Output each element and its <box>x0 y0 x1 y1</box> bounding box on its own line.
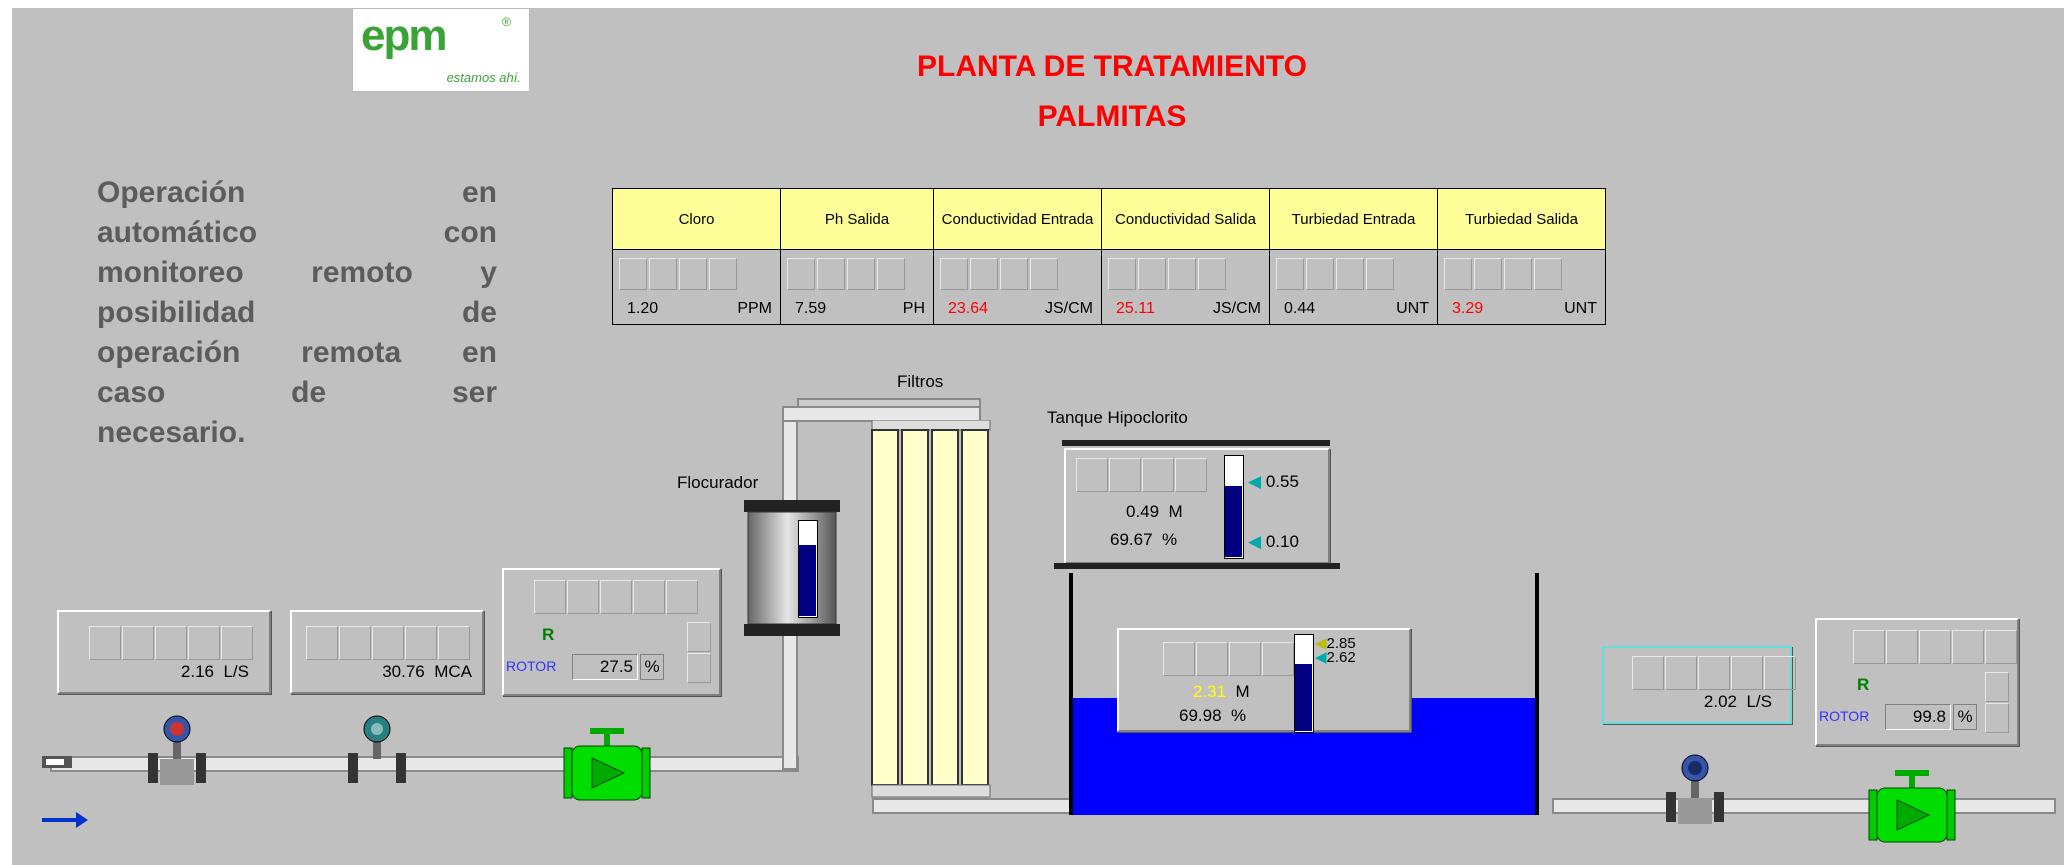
cloro-cell: 1.20 PPM <box>612 249 781 325</box>
tank-setpoint-b: ◀2.62 <box>1315 649 1356 666</box>
inlet-rotor-unit: % <box>640 654 664 680</box>
tank-percent: 69.98 % <box>1179 706 1247 725</box>
description-line: monitoreo remoto y <box>97 256 497 289</box>
logo-registered: ® <box>502 15 511 29</box>
scada-screen: epm ® estamos ahí. PLANTA DE TRATAMIENTO… <box>12 8 2064 865</box>
col-conductividad-salida: Conductividad Salida <box>1101 188 1270 250</box>
outlet-flow-panel[interactable]: 2.02 L/S <box>1602 646 1796 724</box>
epm-logo: epm ® estamos ahí. <box>352 8 530 92</box>
turb-out-value: 3.29 <box>1452 300 1484 317</box>
inlet-valve-status: R <box>542 625 555 644</box>
tank-setpoint-a: ◀2.85 <box>1315 635 1356 652</box>
inlet-flow-reading: 2.16 L/S <box>180 662 249 681</box>
inlet-pressure-panel[interactable]: 30.76 MCA <box>290 610 484 694</box>
col-turbiedad-salida: Turbiedad Salida <box>1437 188 1606 250</box>
col-cloro: Cloro <box>612 188 781 250</box>
logo-text: epm <box>361 11 447 60</box>
flocurador-label: Flocurador <box>677 473 759 492</box>
inlet-connector-icon <box>42 756 72 768</box>
filters-icon[interactable] <box>870 420 992 805</box>
hypochlorite-tank-top <box>1062 440 1330 446</box>
outlet-flow-reading: 2.02 L/S <box>1703 692 1772 711</box>
turb-in-value: 0.44 <box>1284 300 1316 317</box>
cond-in-value: 23.64 <box>948 300 989 317</box>
outlet-control-valve-icon[interactable] <box>1867 768 1957 848</box>
turb-in-unit: UNT <box>1396 300 1429 317</box>
inlet-pressure-reading: 30.76 MCA <box>382 662 472 681</box>
outlet-valve-status: R <box>1857 675 1870 694</box>
ph-value: 7.59 <box>795 300 827 317</box>
filtros-label: Filtros <box>897 372 944 391</box>
page-title-line1: PLANTA DE TRATAMIENTO <box>917 50 1307 83</box>
cond-out-cell: 25.11 JS/CM <box>1101 249 1270 325</box>
col-ph-salida: Ph Salida <box>780 188 934 250</box>
logo-tagline: estamos ahí. <box>446 70 521 85</box>
description-line: posibilidad de <box>97 296 497 329</box>
turb-out-cell: 3.29 UNT <box>1437 249 1606 325</box>
description-line: caso de ser <box>97 376 497 409</box>
outlet-rotor-value[interactable]: 99.8 <box>1885 704 1951 730</box>
cloro-unit: PPM <box>737 300 772 317</box>
inlet-valve-panel[interactable]: R ROTOR 27.5 % <box>502 568 721 696</box>
outlet-pipe <box>1552 798 2056 814</box>
outlet-valve-panel[interactable]: R ROTOR 99.8 % <box>1815 618 2019 746</box>
cond-out-value: 25.11 <box>1116 300 1155 317</box>
turb-out-unit: UNT <box>1564 300 1597 317</box>
page-title-line2: PALMITAS <box>1037 100 1187 133</box>
inlet-flowmeter-icon[interactable] <box>142 713 212 788</box>
inlet-pressure-gauge-icon[interactable] <box>342 713 412 788</box>
cond-out-unit: JS/CM <box>1213 300 1261 317</box>
inlet-rotor-label: ROTOR <box>506 658 557 674</box>
tank-level-fill <box>1295 664 1312 731</box>
inlet-control-valve-icon[interactable] <box>562 726 652 806</box>
water-quality-table: Cloro Ph Salida Conductividad Entrada Co… <box>612 188 1606 325</box>
hypochlorite-level: 0.49 M <box>1126 502 1183 521</box>
filter-feed-pipe-upper <box>797 398 981 408</box>
ph-unit: PH <box>902 300 925 317</box>
flow-direction-arrow-icon <box>42 812 88 828</box>
outlet-rotor-label: ROTOR <box>1819 708 1870 724</box>
cond-in-unit: JS/CM <box>1045 300 1093 317</box>
inlet-rotor-value[interactable]: 27.5 <box>572 654 638 680</box>
cloro-value: 1.20 <box>627 300 659 317</box>
col-conductividad-entrada: Conductividad Entrada <box>933 188 1102 250</box>
outlet-rotor-unit: % <box>1953 704 1977 730</box>
hypochlorite-panel[interactable]: 0.49 M 69.67 % ◀ 0.55 ◀ 0.10 <box>1064 448 1330 564</box>
inlet-flow-panel[interactable]: 2.16 L/S <box>57 610 271 694</box>
tank-level-panel[interactable]: 2.31 M 69.98 % ◀2.85 ◀2.62 <box>1117 628 1411 732</box>
flocurador-level-fill <box>799 545 816 616</box>
description-line: necesario. <box>97 416 246 449</box>
turb-in-cell: 0.44 UNT <box>1269 249 1438 325</box>
tanque-hipoclorito-label: Tanque Hipoclorito <box>1047 408 1188 427</box>
description-line: Operación en <box>97 176 497 209</box>
operation-description: Operación en automático con monitoreo re… <box>97 173 497 453</box>
tank-level: 2.31 M <box>1193 682 1250 701</box>
hypochlorite-setpoint-low: ◀ 0.10 <box>1248 532 1299 551</box>
description-line: automático con <box>97 216 497 249</box>
cond-in-cell: 23.64 JS/CM <box>933 249 1102 325</box>
tank-wall-right <box>1535 573 1539 815</box>
hypochlorite-setpoint-high: ◀ 0.55 <box>1248 472 1299 491</box>
col-turbiedad-entrada: Turbiedad Entrada <box>1269 188 1438 250</box>
hypochlorite-percent: 69.67 % <box>1110 530 1178 549</box>
description-line: operación remota en <box>97 336 497 369</box>
flocurador-tank-icon[interactable] <box>742 498 842 643</box>
hypochlorite-level-fill <box>1225 486 1242 557</box>
outlet-flowmeter-icon[interactable] <box>1660 752 1730 827</box>
hypochlorite-tank-base <box>1054 563 1340 569</box>
tank-wall-left <box>1069 573 1073 815</box>
ph-cell: 7.59 PH <box>780 249 934 325</box>
